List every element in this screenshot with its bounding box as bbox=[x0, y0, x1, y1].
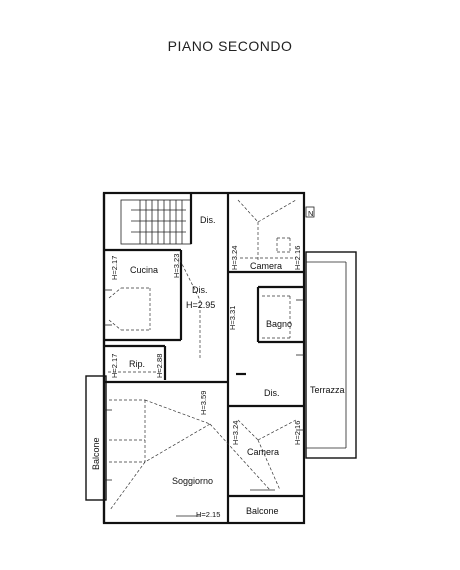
staircase bbox=[120, 199, 192, 245]
dashed-roof-lines bbox=[108, 199, 297, 511]
room-label-camera-top: Camera bbox=[250, 261, 282, 271]
north-mark: N bbox=[308, 209, 313, 218]
height-label-dis-vertical: H=3.31 bbox=[228, 306, 237, 330]
interior-walls bbox=[104, 193, 304, 523]
plan-title: PIANO SECONDO bbox=[167, 38, 293, 54]
height-label-dis-center: H=2.95 bbox=[186, 300, 215, 310]
balcone-left-area bbox=[85, 375, 107, 501]
height-label-camera-top-left: H=3.24 bbox=[230, 246, 239, 270]
height-label-soggiorno-vertical: H=3.59 bbox=[199, 391, 208, 415]
room-label-bagno: Bagno bbox=[266, 319, 292, 329]
room-label-rip: Rip. bbox=[129, 359, 145, 369]
height-label-rip-right: H=2.88 bbox=[155, 354, 164, 378]
height-label-camera-bottom-left: H=3.24 bbox=[231, 421, 240, 445]
window-marks bbox=[104, 289, 304, 517]
room-label-dis-center: Dis. bbox=[192, 285, 208, 295]
utility-mark bbox=[305, 206, 315, 218]
height-label-camera-top-right: H=2.16 bbox=[293, 246, 302, 270]
height-label-cucina: H=2.17 bbox=[110, 256, 119, 280]
room-label-balcone-bottom: Balcone bbox=[246, 506, 279, 516]
outer-walls bbox=[102, 191, 306, 525]
room-label-soggiorno: Soggiorno bbox=[172, 476, 213, 486]
height-label-camera-bottom-right: H=2.16 bbox=[293, 421, 302, 445]
room-label-balcone-left: Balcone bbox=[91, 437, 101, 470]
height-label-cucina-right: H=3.23 bbox=[172, 254, 181, 278]
terrazza-area bbox=[305, 251, 357, 459]
room-label-cucina: Cucina bbox=[130, 265, 158, 275]
room-label-camera-bottom: Camera bbox=[247, 447, 279, 457]
room-label-dis-top: Dis. bbox=[200, 215, 216, 225]
height-label-rip-left: H=2.17 bbox=[110, 354, 119, 378]
room-label-terrazza: Terrazza bbox=[310, 385, 345, 395]
height-label-soggiorno-bottom: H=2.15 bbox=[196, 510, 220, 519]
room-label-dis-right: Dis. bbox=[264, 388, 280, 398]
